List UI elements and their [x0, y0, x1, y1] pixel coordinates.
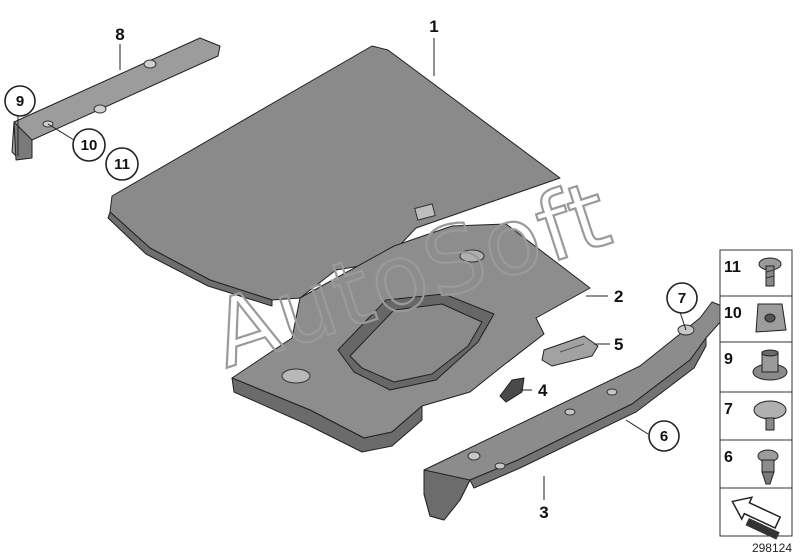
legend-label-6: 6	[724, 449, 733, 466]
hex-bolt-icon	[758, 257, 782, 287]
callout-11-circle: 11	[105, 147, 139, 181]
callout-8: 8	[115, 25, 124, 44]
legend-label-9: 9	[724, 351, 733, 368]
callout-7-circle: 7	[666, 282, 698, 314]
callout-10-circle: 10	[72, 128, 106, 162]
direction-arrow-icon	[731, 496, 782, 540]
callout-1: 1	[429, 17, 438, 36]
clip-nut-icon	[755, 303, 787, 333]
callout-5: 5	[614, 335, 623, 354]
legend-label-7: 7	[724, 401, 733, 418]
callout-6: 6	[660, 428, 668, 445]
callout-11: 11	[114, 156, 130, 173]
part-4-clip	[499, 377, 525, 403]
part-3-loading-sill	[423, 301, 723, 521]
part-5-bracket	[541, 335, 599, 367]
callout-10: 10	[81, 137, 98, 154]
callout-2: 2	[614, 287, 623, 306]
legend-row-10: 10	[724, 303, 787, 333]
legend-label-10: 10	[724, 305, 742, 322]
rivet-clip-icon	[757, 449, 779, 485]
part-8-trim-strip	[11, 37, 221, 161]
callout-3: 3	[539, 503, 548, 522]
part-2-storage-tray	[231, 223, 591, 453]
legend-label-11: 11	[724, 259, 741, 276]
callout-4: 4	[538, 381, 548, 400]
expanding-nut-icon	[752, 349, 788, 381]
document-id: 298124	[752, 541, 792, 555]
legend-row-11: 11	[724, 257, 782, 287]
callout-6-circle: 6	[648, 420, 680, 452]
round-cap-icon	[753, 400, 787, 431]
callout-9-circle: 9	[4, 85, 36, 117]
callout-7: 7	[678, 290, 686, 307]
part-1-floor-cover	[107, 45, 561, 307]
legend-row-6: 6	[724, 449, 779, 485]
legend-row-9: 9	[724, 349, 788, 381]
side-legend: 11 10 9 7	[719, 249, 793, 540]
callout-9: 9	[16, 93, 24, 110]
legend-row-7: 7	[724, 400, 787, 431]
leader-lines	[17, 38, 687, 500]
